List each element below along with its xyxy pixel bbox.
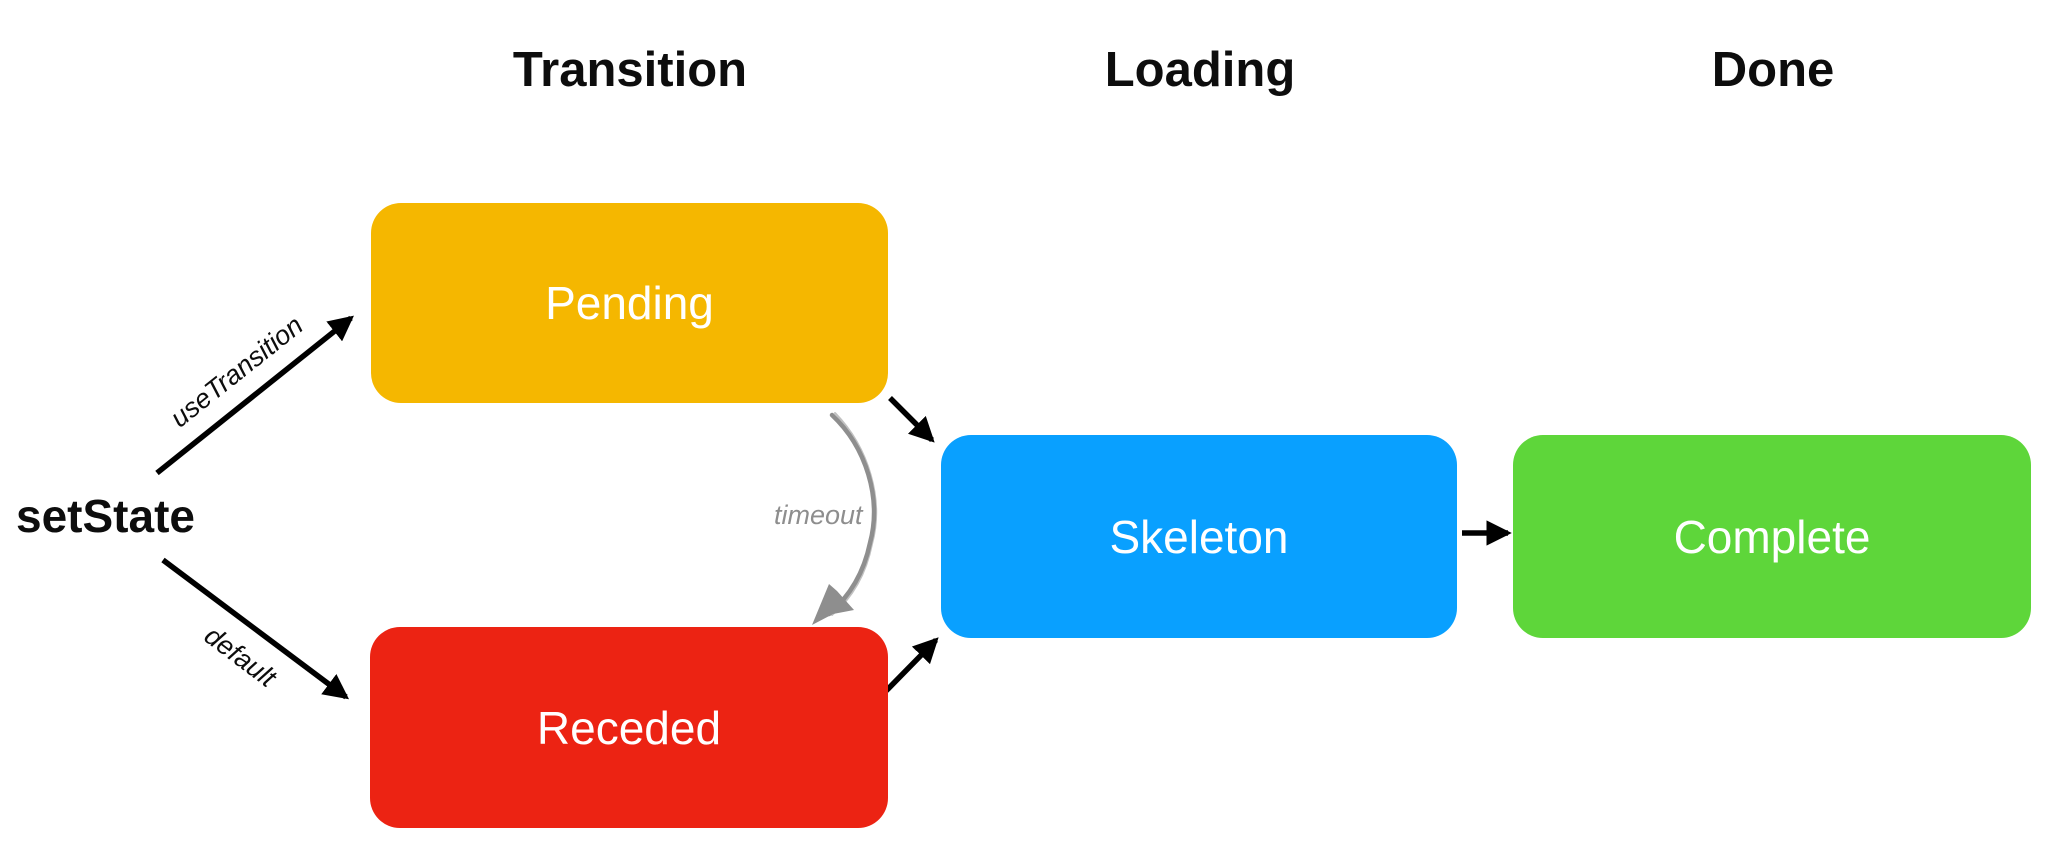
node-complete: Complete xyxy=(1513,435,2031,638)
column-header-loading: Loading xyxy=(1104,43,1296,97)
node-complete-label: Complete xyxy=(1673,510,1871,563)
edge-label-timeout: timeout xyxy=(774,500,863,530)
edge-receded-skeleton-arrow xyxy=(882,637,939,695)
node-skeleton: Skeleton xyxy=(941,435,1457,638)
source-label-setstate: setState xyxy=(16,490,195,542)
node-receded: Receded xyxy=(370,627,888,828)
node-pending-label: Pending xyxy=(545,277,714,329)
column-header-transition: Transition xyxy=(512,43,748,97)
edge-timeout-arrowhead xyxy=(812,584,854,625)
edge-label-usetransition: useTransition xyxy=(164,310,309,434)
edge-pending-skeleton-arrow xyxy=(888,396,935,443)
column-header-done: Done xyxy=(1711,43,1835,97)
node-receded-label: Receded xyxy=(536,701,722,754)
node-skeleton-label: Skeleton xyxy=(1109,510,1289,563)
node-pending: Pending xyxy=(371,203,888,403)
edge-label-default: default xyxy=(198,620,282,693)
